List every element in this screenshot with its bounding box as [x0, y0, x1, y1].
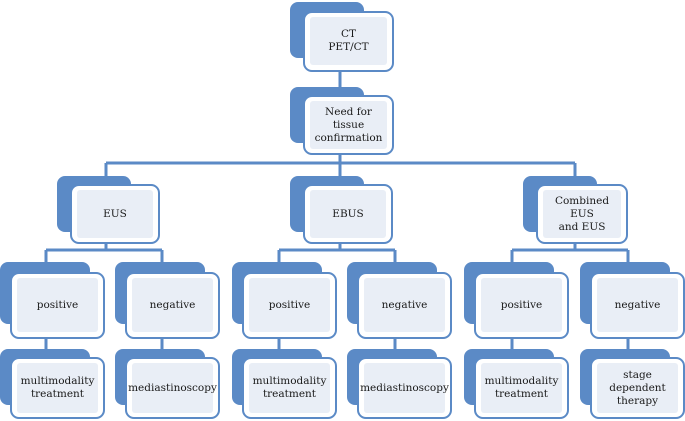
node-eus-positive-outcome-label: multimodality treatment	[20, 375, 95, 400]
node-tissue-confirmation: Need for tissue confirmation	[290, 87, 394, 155]
node-eus-negative: negative	[115, 262, 220, 339]
node-combined-positive-outcome-label: multimodality treatment	[484, 375, 559, 400]
node-ebus-negative: negative	[347, 262, 452, 339]
node-ebus-positive-outcome: multimodality treatment	[232, 349, 337, 419]
node-combined-negative-outcome: stage dependent therapy	[580, 349, 685, 419]
node-eus-positive-outcome: multimodality treatment	[0, 349, 105, 419]
node-eus-label: EUS	[103, 207, 127, 220]
node-ebus-negative-outcome: mediastinoscopy	[347, 349, 452, 419]
node-combined-negative: negative	[580, 262, 685, 339]
node-eus: EUS	[57, 176, 160, 244]
node-ebus: EBUS	[290, 176, 393, 244]
node-ebus-negative-outcome-label: mediastinoscopy	[360, 381, 449, 394]
node-combined-negative-outcome-label: stage dependent therapy	[609, 368, 666, 407]
node-combined-negative-label: negative	[614, 298, 661, 311]
node-root: CT PET/CT	[290, 2, 394, 72]
node-combined-label: Combined EUS and EUS	[554, 194, 610, 233]
node-combined: Combined EUS and EUS	[523, 176, 628, 244]
node-ebus-negative-label: negative	[381, 298, 428, 311]
node-eus-negative-outcome: mediastinoscopy	[115, 349, 220, 419]
node-combined-positive-outcome: multimodality treatment	[464, 349, 569, 419]
node-eus-positive-label: positive	[36, 298, 79, 311]
node-ebus-positive: positive	[232, 262, 337, 339]
node-root-label: CT PET/CT	[328, 28, 369, 53]
node-eus-negative-outcome-label: mediastinoscopy	[128, 381, 217, 394]
node-ebus-positive-label: positive	[268, 298, 311, 311]
node-ebus-positive-outcome-label: multimodality treatment	[252, 375, 327, 400]
node-combined-positive: positive	[464, 262, 569, 339]
node-tissue-confirmation-label: Need for tissue confirmation	[314, 105, 383, 144]
node-eus-negative-label: negative	[149, 298, 196, 311]
node-combined-positive-label: positive	[500, 298, 543, 311]
node-eus-positive: positive	[0, 262, 105, 339]
node-ebus-label: EBUS	[332, 207, 364, 220]
